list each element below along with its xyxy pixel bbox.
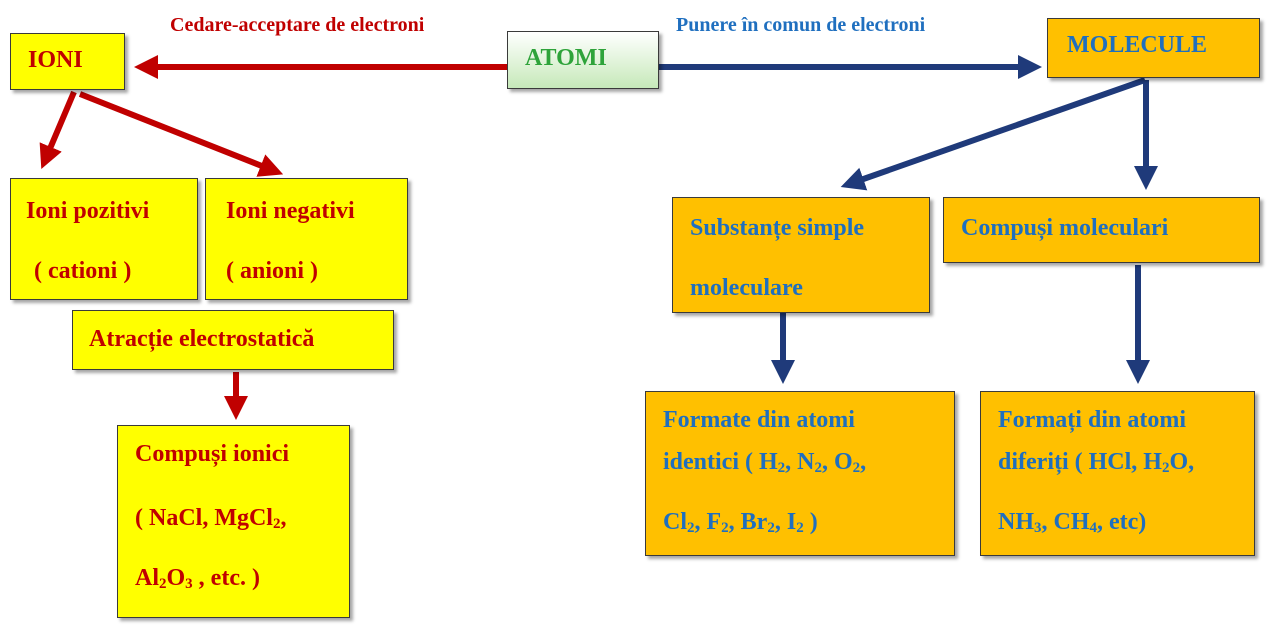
ioni-pozitivi-subtitle: ( cationi ): [34, 258, 132, 284]
node-ioni-label: IONI: [28, 47, 83, 73]
node-atomi: ATOMI: [507, 31, 659, 89]
arrow-ioni-to-pozitivi: [39, 90, 77, 170]
arrow-ioni-to-negativi: [78, 91, 284, 177]
ioni-negativi-title: Ioni negativi: [226, 198, 355, 224]
compusi-moleculari-label: Compuși moleculari: [961, 215, 1169, 241]
node-molecule-label: MOLECULE: [1067, 32, 1208, 58]
ioni-negativi-subtitle: ( anioni ): [226, 258, 319, 284]
formate-identici-line2: identici ( H2, N2, O2,: [663, 449, 867, 476]
node-formate-identici: Formate din atomi identici ( H2, N2, O2,…: [645, 391, 955, 556]
compusi-ionici-examples-2: Al2O3 , etc. ): [135, 565, 260, 592]
formate-identici-line1: Formate din atomi: [663, 407, 855, 433]
node-molecule: MOLECULE: [1047, 18, 1260, 78]
compusi-ionici-examples-1: ( NaCl, MgCl2,: [135, 505, 287, 532]
node-ioni-pozitivi: Ioni pozitivi ( cationi ): [10, 178, 198, 300]
formati-diferiti-line2: diferiți ( HCl, H2O,: [998, 449, 1195, 476]
formati-diferiti-line3: NH3, CH4, etc): [998, 509, 1147, 536]
ioni-pozitivi-title: Ioni pozitivi: [26, 198, 150, 224]
formate-identici-line3: Cl2, F2, Br2, I2 ): [663, 509, 818, 536]
node-formati-diferiti: Formați din atomi diferiți ( HCl, H2O, N…: [980, 391, 1255, 556]
label-punere-comun: Punere în comun de electroni: [676, 14, 926, 36]
node-atractie: Atracție electrostatică: [72, 310, 394, 370]
arrow-molecule-to-substante: [840, 77, 1146, 191]
label-cedare-acceptare: Cedare-acceptare de electroni: [170, 14, 425, 36]
node-atomi-label: ATOMI: [525, 45, 607, 71]
atractie-label: Atracție electrostatică: [89, 326, 315, 352]
substante-simple-line2: moleculare: [690, 275, 803, 301]
node-substante-simple: Substanțe simple moleculare: [672, 197, 930, 313]
substante-simple-line1: Substanțe simple: [690, 215, 865, 241]
node-ioni-negativi: Ioni negativi ( anioni ): [205, 178, 408, 300]
compusi-ionici-title: Compuși ionici: [135, 441, 290, 467]
formati-diferiti-line1: Formați din atomi: [998, 407, 1186, 433]
node-ioni: IONI: [10, 33, 125, 90]
node-compusi-moleculari: Compuși moleculari: [943, 197, 1260, 263]
node-compusi-ionici: Compuși ionici ( NaCl, MgCl2, Al2O3 , et…: [117, 425, 350, 618]
